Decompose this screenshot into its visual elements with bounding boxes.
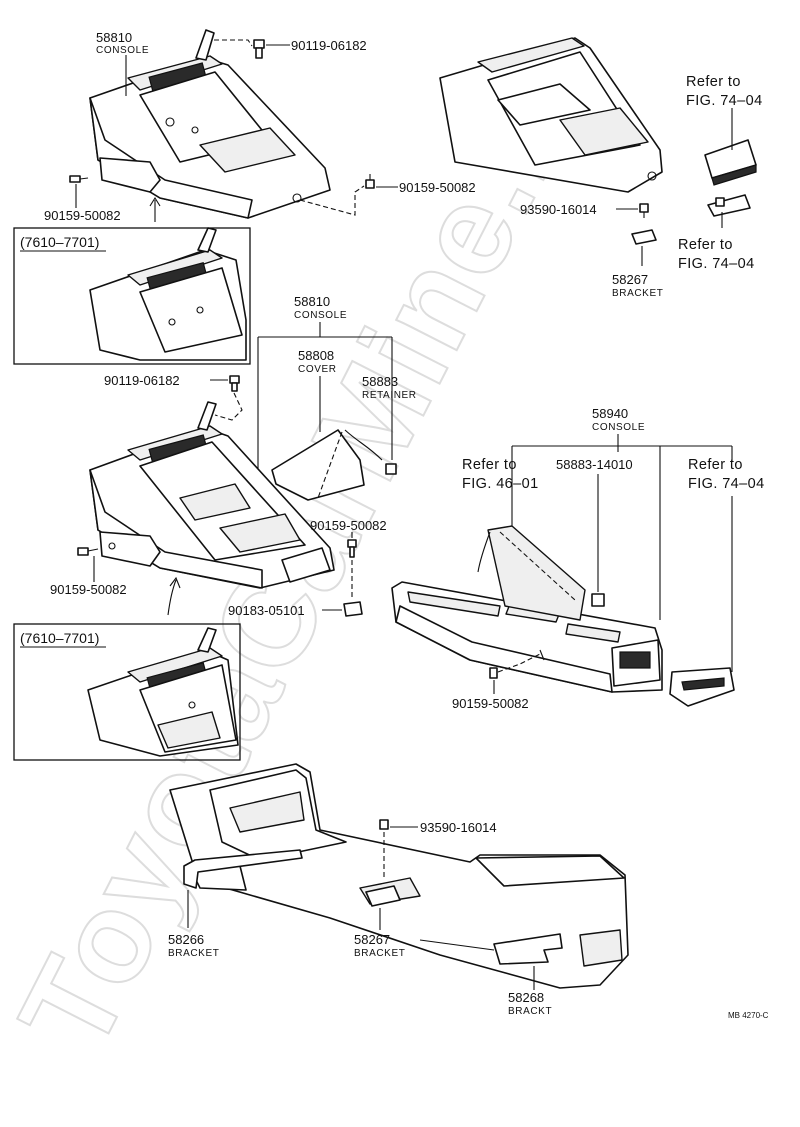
cover-name: COVER [298, 364, 337, 375]
screw-90159-right-icon [489, 667, 498, 679]
refer-74-top-line2: FIG. 74–04 [686, 93, 763, 109]
refer-74-right-line1: Refer to [688, 457, 743, 473]
screw-mid-right-label: 90159-50082 [310, 518, 387, 533]
retainer-58883-icon [385, 463, 397, 475]
console-mid-number: 58810 [294, 294, 330, 309]
screw-top-right-label: 90159-50082 [399, 180, 476, 195]
screw-90159-top-right-icon [365, 174, 375, 189]
shift-boot-cover-illustration [271, 429, 383, 501]
bracket-58267-lower-number: 58267 [354, 932, 390, 947]
bolt-mid-label: 90119-06182 [104, 373, 180, 388]
cover-number: 58808 [298, 348, 334, 363]
console-58810-top-illustration [89, 29, 331, 219]
variant-box-1-console-illustration [89, 227, 247, 361]
refer-74-right-part-icon [669, 667, 735, 707]
variant-box-2-date: (7610–7701) [20, 630, 99, 646]
console-right-name: CONSOLE [592, 422, 645, 433]
screw-90159-mid-right-icon [347, 539, 357, 558]
refer-74-right-line2: FIG. 74–04 [688, 476, 765, 492]
bracket-58267-upper-icon [631, 229, 657, 245]
bracket-58267-lower-icon [365, 885, 401, 907]
clip-lower-label: 93590-16014 [420, 820, 497, 835]
console-mid-name: CONSOLE [294, 310, 347, 321]
console-bottom-illustration [169, 763, 629, 989]
refer-46-line2: FIG. 46–01 [462, 476, 539, 492]
refer-74-mid-line2: FIG. 74–04 [678, 256, 755, 272]
console-top-right-illustration [439, 37, 663, 193]
bracket-58268-icon [493, 933, 563, 965]
screw-mid-left-label: 90159-50082 [50, 582, 127, 597]
bolt-90119-mid-icon [229, 375, 240, 392]
clip-93590-lower-icon [379, 819, 389, 830]
refer-74-mid-line1: Refer to [678, 237, 733, 253]
variant-box-2-console-illustration [87, 627, 239, 757]
refer-46-line1: Refer to [462, 457, 517, 473]
console-58940-illustration [391, 525, 663, 693]
console-top-number: 58810 [96, 30, 132, 45]
bolt-90119-top-icon [253, 39, 265, 59]
retainer-right-label: 58883-14010 [556, 457, 633, 472]
retainer-58883-14010-icon [591, 593, 605, 607]
drawing-code: MB 4270-C [728, 1011, 769, 1020]
bracket-58266-name: BRACKET [168, 948, 219, 959]
bracket-58268-name: BRACKT [508, 1006, 552, 1017]
variant-box-1 [13, 227, 251, 365]
variant-box-1-date: (7610–7701) [20, 234, 99, 250]
bracket-upper-name: BRACKET [612, 288, 663, 299]
refer-74-clip-icon [707, 194, 751, 217]
bracket-58268-number: 58268 [508, 990, 544, 1005]
console-top-name: CONSOLE [96, 45, 149, 56]
retainer-name: RETAINER [362, 390, 417, 401]
nut-mid-label: 90183-05101 [228, 603, 305, 618]
nut-90183-icon [343, 601, 363, 617]
refer-74-top-line1: Refer to [686, 74, 741, 90]
bracket-upper-number: 58267 [612, 272, 648, 287]
screw-right-label: 90159-50082 [452, 696, 529, 711]
bracket-58267-lower-name: BRACKET [354, 948, 405, 959]
retainer-number: 58883 [362, 374, 398, 389]
screw-90159-mid-left-icon [77, 547, 99, 556]
clip-93590-upper-icon [639, 203, 649, 218]
console-right-number: 58940 [592, 406, 628, 421]
variant-box-2 [13, 623, 241, 761]
screw-90159-top-left-icon [69, 175, 89, 183]
bolt-top-label: 90119-06182 [291, 38, 367, 53]
bracket-58266-icon [183, 849, 303, 889]
refer-74-part-top-icon [704, 139, 757, 186]
bracket-58266-number: 58266 [168, 932, 204, 947]
console-58810-mid-illustration [89, 401, 335, 589]
screw-top-left-label: 90159-50082 [44, 208, 121, 223]
clip-upper-label: 93590-16014 [520, 202, 597, 217]
